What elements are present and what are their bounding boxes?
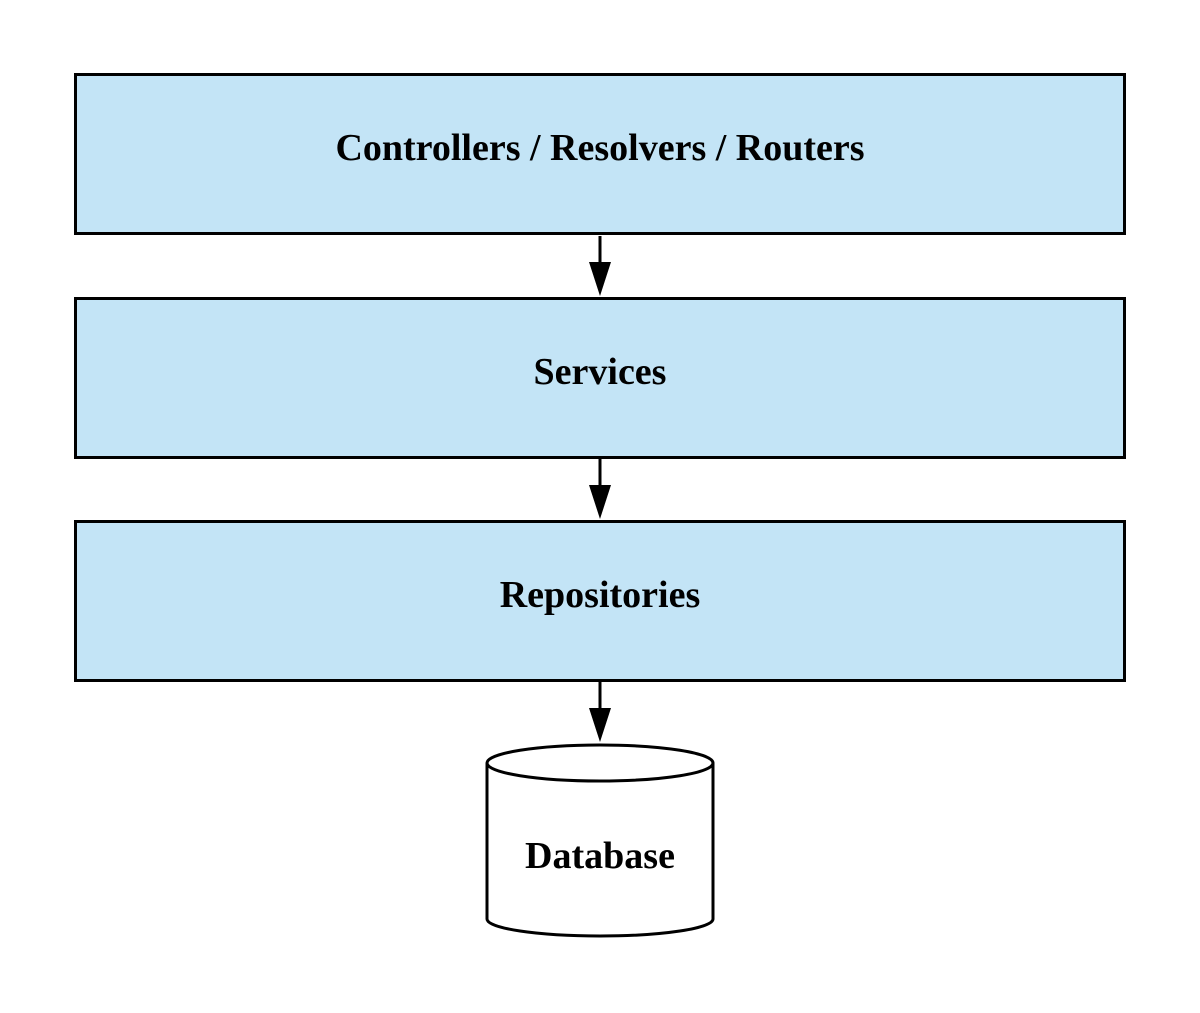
- layer-services-box: Services: [74, 297, 1126, 459]
- layer-controllers-box: Controllers / Resolvers / Routers: [74, 73, 1126, 235]
- arrow-controllers-to-services: [589, 236, 611, 296]
- arrow-repositories-to-database: [589, 682, 611, 742]
- layer-repositories-box: Repositories: [74, 520, 1126, 682]
- layer-repositories-label: Repositories: [499, 574, 701, 616]
- database-cylinder: Database: [484, 743, 716, 941]
- database-label: Database: [525, 835, 675, 877]
- layer-services-label: Services: [533, 351, 667, 393]
- layer-controllers-label: Controllers / Resolvers / Routers: [335, 127, 865, 169]
- arrow-services-to-repositories: [589, 459, 611, 519]
- database-icon: [485, 743, 715, 938]
